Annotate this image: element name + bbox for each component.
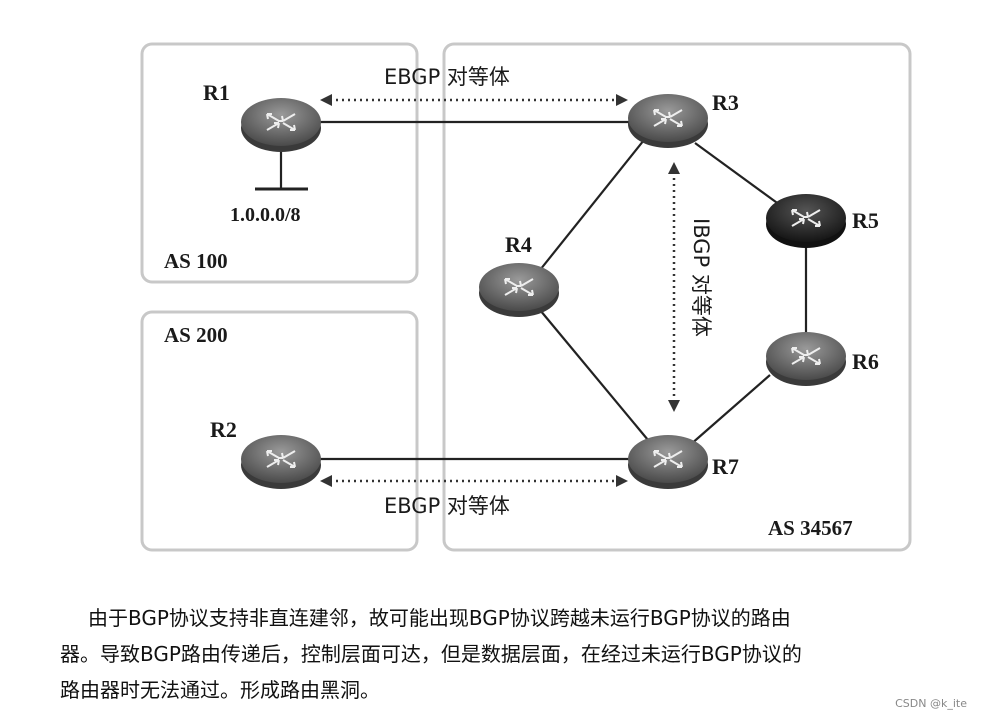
as100-label: AS 100 <box>164 249 228 273</box>
as200-box <box>140 310 419 552</box>
link-r4-r7 <box>539 309 649 441</box>
ibgp-label: IBGP 对等体 <box>689 218 713 337</box>
router-r7-icon <box>628 435 708 489</box>
ebgp-top-label: EBGP 对等体 <box>384 65 510 89</box>
link-r3-r4 <box>539 134 649 271</box>
watermark: CSDN @k_ite <box>895 697 967 710</box>
bgp-topology-diagram: R1 R3 R5 R4 R6 R2 R7 1.0.0.0/8 AS 100 AS… <box>140 42 912 552</box>
peering-arrows <box>330 98 676 483</box>
label-r6: R6 <box>852 349 879 374</box>
as34567-label: AS 34567 <box>768 516 853 540</box>
label-r5: R5 <box>852 208 879 233</box>
network-label: 1.0.0.0/8 <box>230 204 301 226</box>
label-r3: R3 <box>712 90 739 115</box>
link-r3-r5 <box>694 142 781 206</box>
router-r6-icon <box>766 332 846 386</box>
link-r6-r7 <box>689 374 771 446</box>
label-r7: R7 <box>712 454 739 479</box>
label-r1: R1 <box>203 80 230 105</box>
physical-links <box>255 120 808 461</box>
as200-label: AS 200 <box>164 323 228 347</box>
label-r4: R4 <box>505 232 532 257</box>
router-r4-icon <box>479 263 559 317</box>
label-r2: R2 <box>210 417 237 442</box>
caption: 由于BGP协议支持非直连建邻，故可能出现BGP协议跨越未运行BGP协议的路由器。… <box>60 600 820 708</box>
as34567-box <box>442 42 912 552</box>
router-r3-icon <box>628 94 708 148</box>
router-r5-icon <box>766 194 846 248</box>
caption-text: 由于BGP协议支持非直连建邻，故可能出现BGP协议跨越未运行BGP协议的路由器。… <box>60 606 802 702</box>
arrow-heads <box>320 94 680 487</box>
ebgp-bottom-label: EBGP 对等体 <box>384 494 510 518</box>
router-r1-icon <box>241 98 321 152</box>
router-r2-icon <box>241 435 321 489</box>
as100-box <box>140 42 419 284</box>
